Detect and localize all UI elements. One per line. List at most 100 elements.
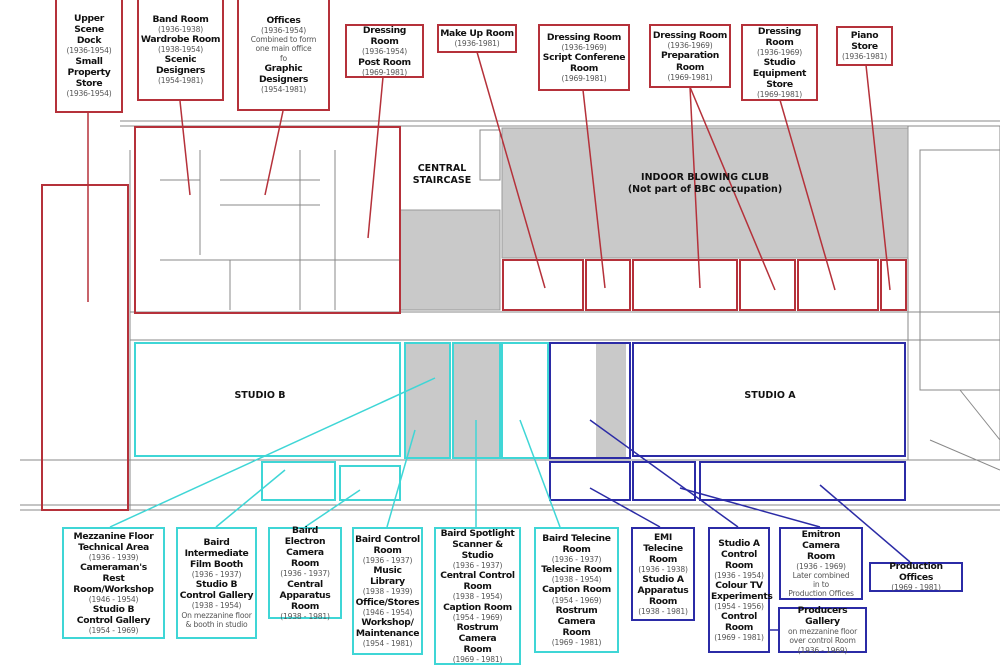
room-dates: (1954 - 1969) [452, 612, 503, 622]
central-staircase-label: CENTRAL STAIRCASE [408, 163, 476, 187]
baird-control-room-leader-line [386, 429, 416, 528]
room-name: Scenic Designers [155, 54, 206, 77]
room-dates: (1936 - 1969) [797, 645, 848, 655]
room-dates: (1936-1981) [841, 52, 888, 62]
room-name: Dressing Room [362, 25, 407, 48]
room-name: Room [373, 545, 402, 557]
room-name: Dressing Room [546, 31, 622, 43]
room-name: Intermediate [184, 548, 249, 560]
emi-telecine-room-leader-line [589, 487, 661, 528]
room-name: Rostrum Camera [456, 621, 499, 644]
room-name: Colour TV [715, 579, 763, 591]
mezzanine-floor-leader-line [109, 377, 436, 528]
room-dates: (1954-1981) [260, 84, 307, 94]
room-dates: (1938 - 1939) [362, 587, 413, 597]
room-name: Rostrum Camera [555, 604, 598, 627]
room-dates: (1936-1954) [66, 46, 112, 56]
room-dates: (1936-1969) [756, 47, 803, 57]
room-dates: (1954 - 1956) [714, 601, 764, 611]
room-name: Producers Gallery [797, 605, 848, 628]
room-name: Room [724, 622, 754, 634]
room-dates: (1969-1981) [561, 74, 607, 84]
room-name: Emitron Camera [801, 528, 841, 551]
room-name: Central [287, 578, 323, 590]
room-dates: (1936 - 1939) [88, 552, 139, 562]
room-dates: one main office [255, 44, 312, 54]
room-name: Baird Control [355, 534, 420, 546]
room-dates: (1946 - 1954) [88, 595, 139, 604]
band-room-label: Band Room(1936-1938)Wardrobe Room(1938-1… [137, 0, 224, 101]
room-dates: (1969-1981) [756, 90, 803, 100]
room-dates: (1938 - 1954) [191, 601, 242, 611]
room-name: Maintenance [355, 627, 420, 639]
room-dates: fo [280, 53, 287, 63]
room-name: Room [724, 559, 754, 571]
preparation-room-leader-line [689, 86, 776, 291]
room-name: Property [67, 66, 111, 78]
room-name: Baird Electron [284, 525, 326, 548]
corridor-grey-3 [596, 343, 626, 458]
room-name: Studio A [642, 574, 684, 585]
room-name: EMI Telecine [643, 531, 683, 554]
room-dates: (1938 - 1981) [280, 611, 330, 621]
room-name: Room [290, 600, 320, 612]
room-name: Equipment [752, 68, 807, 80]
room-name: Cameraman's [80, 561, 147, 573]
offices-leader-line [264, 110, 284, 196]
room-name: Store [75, 77, 103, 89]
room-name: Central Control [440, 570, 515, 582]
script-conference-room-leader-line [582, 89, 606, 289]
room-dates: (1936 - 1938) [638, 564, 688, 574]
room-dates: (1954 - 1981) [362, 638, 413, 648]
room-name: Wardrobe Room [140, 33, 221, 45]
room-name: Dock [76, 35, 102, 47]
room-dates: on mezzanine floor [788, 627, 857, 637]
room-dates: (1936 - 1937) [280, 569, 330, 579]
studio-b-label: STUDIO B [234, 390, 286, 401]
room-dates: (1938 - 1954) [551, 575, 602, 585]
indoor-blowing-club-area [501, 127, 909, 259]
room-dates: & booth in studio [185, 619, 248, 629]
room-dates: (1936-1969) [667, 41, 713, 51]
indoor-blowing-club-label: INDOOR BLOWING CLUB (Not part of BBC occ… [590, 172, 820, 196]
central-staircase-line1: CENTRAL [417, 163, 467, 174]
room-name: Room [675, 61, 705, 73]
room-name: Small [75, 55, 103, 67]
room-dates: (1936-1954) [66, 88, 112, 98]
room-dates: (1936 - 1954) [714, 570, 764, 580]
room-name: Apparatus [637, 585, 689, 597]
room-dates: (1936 - 1937) [452, 561, 503, 571]
room-dates: On mezzanine floor [181, 610, 252, 620]
room-dates: (1954-1981) [157, 76, 204, 86]
room-dates: over control Room [789, 636, 856, 646]
room-name: Room [806, 550, 836, 562]
room-dates: (1969 - 1981) [551, 637, 602, 647]
room-dates: (1936-1969) [561, 42, 607, 52]
studio-a-label: STUDIO A [744, 390, 796, 401]
staircase-area [399, 209, 501, 311]
room-dates: Combined to form [250, 35, 317, 45]
indoor-club-note: (Not part of BBC occupation) [627, 183, 783, 195]
room-name: Baird [203, 537, 230, 549]
room-name: Experiments [711, 590, 773, 602]
room-name: Production Offices [889, 561, 943, 584]
room-name: Caption Room [542, 584, 611, 596]
band-room-leader-line [179, 100, 191, 196]
room-name: Room [648, 596, 678, 608]
central-staircase-line2: STAIRCASE [412, 174, 472, 186]
room-name: Band Room [152, 13, 209, 25]
room-name: Rest Room/Workshop [73, 572, 154, 595]
room-name: Control Gallery [76, 615, 151, 627]
